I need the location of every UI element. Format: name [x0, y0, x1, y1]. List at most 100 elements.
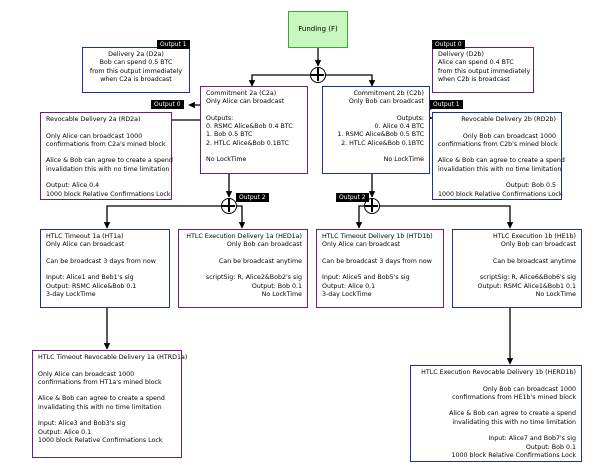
- box-line: [38, 387, 176, 395]
- box-line: Output: Bob 0.1: [525, 443, 576, 451]
- box-line: [322, 250, 438, 258]
- box-line: when C2b is broadcast: [438, 75, 510, 83]
- box-line: Alice & Bob can agree to create a spend: [449, 410, 576, 418]
- split-node-c2b-output2: [364, 198, 380, 214]
- box-line: Output: Bob 0.1: [251, 282, 302, 290]
- box-line: [438, 149, 556, 157]
- htlc-timeout-ht1a: HTLC Timeout 1a (HT1a)Only Alice can bro…: [40, 229, 170, 308]
- box-line: Input: Alice1 and Beb1's sig: [46, 274, 134, 282]
- box-line: confirmations from C2a's mined block: [46, 140, 166, 148]
- box-line: 1000 block Relative Confirmations Lock: [438, 190, 563, 198]
- box-line: 1. RSMC Alice&Bob 0.5 BTC: [337, 131, 424, 139]
- box-line: 1000 block Relative Confirmations Lock: [46, 190, 171, 198]
- box-line: [328, 148, 424, 156]
- label-output-1-right: Output 1: [430, 100, 463, 109]
- box-line: Can be broadcast 3 days from now: [46, 257, 156, 265]
- box-line: Only Bob can broadcast 1000: [482, 385, 576, 393]
- box-line: [38, 362, 176, 370]
- htlc-timeout-revocable-delivery-htrd1a: HTLC Timeout Revocable Delivery 1a (HTRD…: [32, 350, 187, 458]
- box-line: No LockTime: [535, 291, 576, 299]
- box-line: 0. Alice 0.4 BTC: [374, 123, 424, 131]
- box-line: [184, 266, 302, 274]
- box-line: [206, 148, 302, 156]
- box-title: HTLC Timeout 1a (HT1a): [46, 233, 124, 240]
- box-line: confirmations from C2b's mined block: [438, 140, 558, 148]
- box-line: Can be broadcast anytime: [492, 257, 576, 265]
- box-line: [438, 124, 556, 132]
- box-line: Bob can spend 0.5 BTC: [99, 59, 173, 67]
- box-line: 3-day LockTime: [46, 291, 96, 299]
- box-title: Commitment 2b (C2b): [353, 90, 424, 97]
- box-line: invalidating this with no time limitatio…: [38, 403, 162, 411]
- commitment-c2a: Commitment 2a (C2a)Only Alice can broadc…: [200, 86, 308, 174]
- box-title: Delivery 2a (D2a): [108, 51, 164, 58]
- label-output-2-right: Output 2: [336, 193, 369, 202]
- box-line: Only Alice can broadcast: [46, 241, 125, 249]
- box-line: invalidating this with no time limitatio…: [452, 418, 576, 426]
- htlc-execution-he1b: HTLC Execution 1b (HE1b)Only Bob can bro…: [452, 229, 582, 308]
- box-line: Alice & Bob can agree to create a spend: [438, 157, 565, 165]
- box-line: 2. HTLC Alice&Bob 0.1BTC: [206, 139, 289, 147]
- box-line: Outputs:: [396, 114, 424, 122]
- box-title: Delivery (D2b): [438, 51, 484, 58]
- box-line: Alice & Bob can agree to create a spend: [38, 395, 165, 403]
- box-line: invalidation this with no time limitatio…: [438, 165, 562, 173]
- box-line: from this output immediately: [89, 67, 183, 75]
- box-line: Only Bob can broadcast 1000: [462, 132, 556, 140]
- box-title: HTLC Execution Delivery 1a (HED1a): [186, 233, 302, 240]
- box-line: [46, 174, 166, 182]
- box-line: [438, 174, 556, 182]
- box-line: [416, 377, 576, 385]
- box-line: Alice & Bob can agree to create a spend: [46, 157, 173, 165]
- box-line: [322, 266, 438, 274]
- box-line: Only Alice can broadcast: [322, 241, 401, 249]
- label-output-1-left: Output 1: [157, 40, 190, 49]
- box-line: Output: Bob 0.5: [505, 182, 556, 190]
- box-line: 1000 block Relative Confirmations Lock: [451, 451, 576, 459]
- box-title: HTLC Execution Revocable Delivery 1b (HE…: [421, 369, 576, 376]
- commitment-c2b: Commitment 2b (C2b)Only Bob can broadcas…: [322, 86, 430, 174]
- split-node-funding: [310, 67, 326, 83]
- box-line: [416, 427, 576, 435]
- box-line: Output: Alice 0.1: [38, 428, 92, 436]
- box-line: [46, 124, 166, 132]
- box-line: Output: Alice 0.4: [46, 182, 100, 190]
- box-line: invalidation this with no time limitatio…: [46, 165, 170, 173]
- revocable-delivery-rd2a: Revocable Delivery 2a (RD2a) Only Alice …: [40, 112, 173, 200]
- box-line: No LockTime: [261, 291, 302, 299]
- box-line: [46, 250, 164, 258]
- box-line: Output: RSMC Alice1&Bob1 0.1: [477, 282, 576, 290]
- box-line: Output: RSMC Alice&Bob 0.1: [46, 282, 137, 290]
- split-node-c2a-output2: [221, 198, 237, 214]
- box-title: HTLC Execution 1b (HE1b): [492, 233, 576, 240]
- box-line: Can be broadcast 3 days from now: [322, 257, 432, 265]
- box-line: [458, 250, 576, 258]
- box-line: Only Alice can broadcast 1000: [38, 370, 135, 378]
- box-line: Output: Alice 0.1: [322, 282, 376, 290]
- box-line: confirmations from HE1b's mined block: [452, 393, 576, 401]
- box-line: 0. RSMC Alice&Bob 0.4 BTC: [206, 123, 293, 131]
- htlc-timeout-delivery-htd1b: HTLC Timeout Delivery 1b (HTD1b)Only Ali…: [316, 229, 444, 308]
- label-output-2-left: Output 2: [236, 193, 269, 202]
- box-line: confirmations from HT1a's mined block: [38, 378, 162, 386]
- box-line: 1000 block Relative Confirmations Lock: [38, 436, 163, 444]
- box-line: scriptSig: R, Alice2&Bob2's sig: [205, 274, 302, 282]
- box-line: [46, 266, 164, 274]
- box-line: Input: Alice3 and Bob3's sig: [38, 420, 126, 428]
- box-line: Can be broadcast anytime: [218, 257, 302, 265]
- box-line: Input: Alice5 and Bob5's sig: [322, 274, 410, 282]
- box-line: [416, 402, 576, 410]
- box-line: Only Bob can broadcast: [226, 241, 302, 249]
- htlc-execution-delivery-hed1a: HTLC Execution Delivery 1a (HED1a)Only B…: [178, 229, 308, 308]
- box-title: Revocable Delivery 2b (RD2b): [461, 116, 556, 123]
- box-line: Alice can spend 0.4 BTC: [438, 59, 514, 67]
- box-line: Input: Alice7 and Bob7's sig: [488, 435, 576, 443]
- box-line: [184, 250, 302, 258]
- label-output-0-right: Output 0: [432, 40, 465, 49]
- box-line: [458, 266, 576, 274]
- box-line: Only Alice can broadcast 1000: [46, 132, 143, 140]
- label-output-0-left: Output 0: [151, 100, 184, 109]
